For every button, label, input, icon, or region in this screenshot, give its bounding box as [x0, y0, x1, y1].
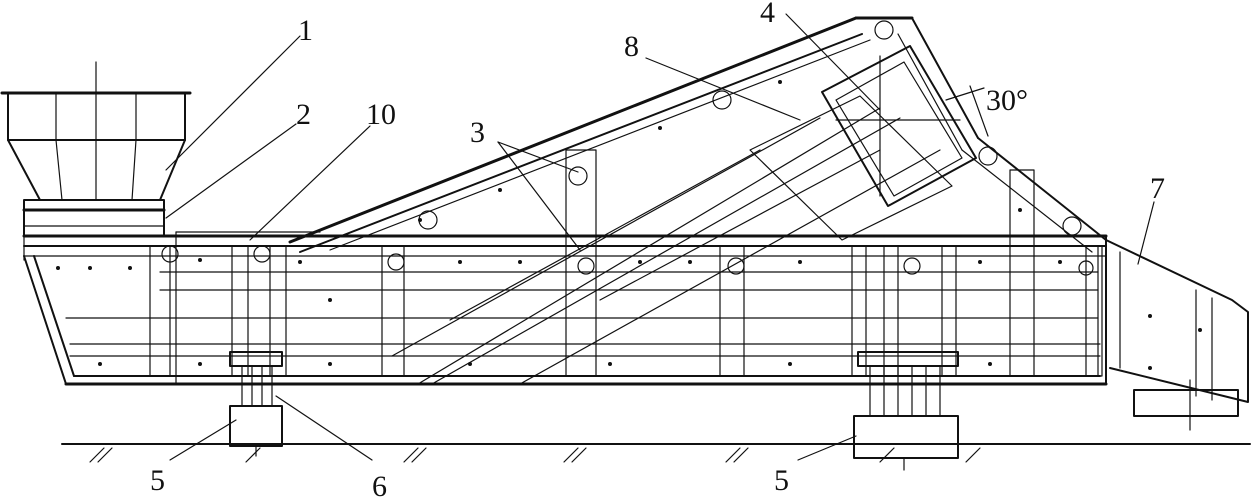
- discharge-chute: [1105, 239, 1249, 431]
- left-support: [229, 351, 283, 457]
- label-2: 2: [296, 98, 311, 131]
- label-10: 10: [366, 98, 396, 131]
- label-7: 7: [1150, 172, 1165, 205]
- label-3: 3: [470, 116, 485, 149]
- label-6: 6: [372, 470, 387, 500]
- label-5-left: 5: [150, 464, 165, 497]
- feed-chute: [22, 199, 166, 237]
- feed-hopper: [0, 61, 192, 201]
- stiffener-posts: [149, 149, 1103, 377]
- label-5-right: 5: [774, 464, 789, 497]
- bolts: [56, 80, 1202, 370]
- exciter: [749, 45, 989, 241]
- label-angle: 30°: [986, 84, 1028, 117]
- screen-body: [22, 231, 1108, 386]
- flange-clusters: [161, 20, 1094, 276]
- diagonal-rods: [391, 107, 941, 385]
- ground: [61, 443, 1251, 463]
- label-1: 1: [298, 14, 313, 47]
- label-4: 4: [760, 0, 775, 29]
- label-8: 8: [624, 30, 639, 63]
- leader-lines: [165, 13, 1155, 461]
